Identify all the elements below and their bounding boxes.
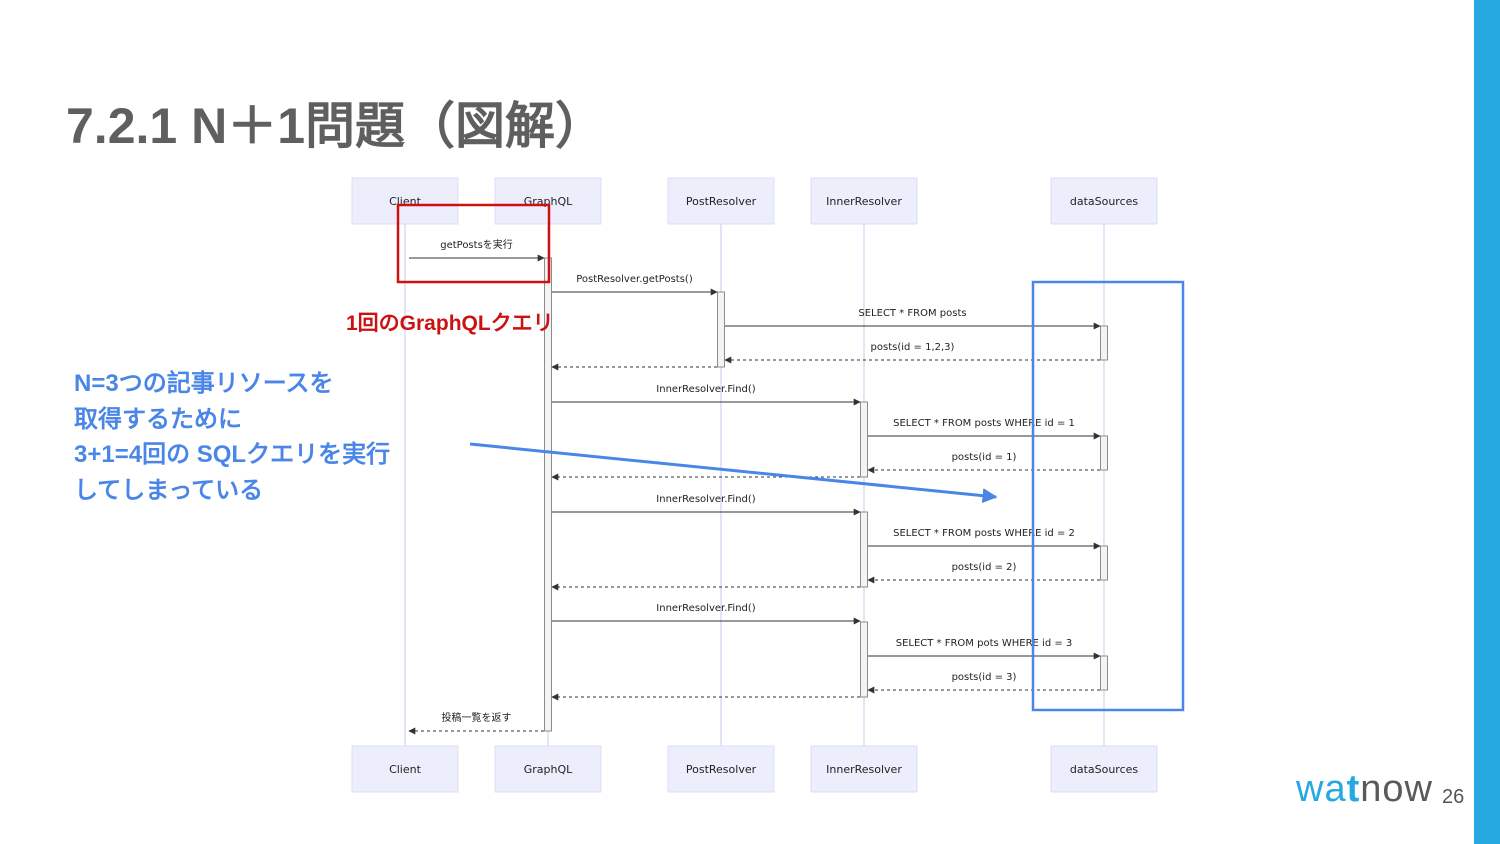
blue-annotation-line: 3+1=4回の SQLクエリを実行 [74, 441, 391, 468]
message-label: getPostsを実行 [440, 238, 513, 251]
message-label: posts(id = 1,2,3) [871, 342, 955, 353]
participant-box-bottom [351, 745, 459, 793]
blue-annotation-line: 取得するために [74, 405, 242, 433]
participant-box-top [351, 177, 459, 225]
message-label: posts(id = 1) [952, 452, 1017, 463]
accent-bar [1474, 0, 1500, 844]
participant-label: Client [389, 763, 422, 776]
page-number: 26 [1442, 786, 1465, 808]
participant-label: GraphQL [524, 763, 573, 776]
message-label: InnerResolver.Find() [656, 494, 755, 505]
blue-annotation-line: してしまっている [74, 476, 264, 504]
watnow-logo: watnow [1296, 768, 1433, 810]
activation-bar [1100, 545, 1108, 581]
participant-box-bottom [494, 745, 602, 793]
slide-title: 7.2.1 N＋1問題（図解） [66, 98, 606, 154]
activation-bar [717, 291, 725, 368]
participant-box-top [1050, 177, 1158, 225]
activation-bar [1100, 435, 1108, 471]
red-highlight-box [396, 203, 551, 284]
participant-label: dataSources [1070, 195, 1139, 208]
blue-pointer-arrow [469, 442, 998, 504]
message-label: InnerResolver.Find() [656, 384, 755, 395]
participant-box-bottom [1050, 745, 1158, 793]
blue-annotation-line: N=3つの記事リソースを [74, 370, 334, 397]
message-label: posts(id = 2) [952, 562, 1017, 573]
message-label: InnerResolver.Find() [656, 603, 755, 614]
message-label: posts(id = 3) [952, 672, 1017, 683]
message-label: SELECT * FROM posts WHERE id = 1 [893, 418, 1075, 429]
message-label: 投稿一覧を返す [442, 711, 512, 724]
message-label: PostResolver.getPosts() [576, 274, 693, 285]
participant-label: InnerResolver [826, 763, 902, 776]
participant-label: PostResolver [686, 763, 757, 776]
activation-bar [860, 401, 868, 478]
activation-bar [860, 621, 868, 698]
blue-highlight-box [1031, 280, 1185, 712]
blue-annotation: N=3つの記事リソースを 取得するために 3+1=4回の SQLクエリを実行 し… [74, 366, 390, 508]
participant-box-bottom [667, 745, 775, 793]
message-label: SELECT * FROM posts WHERE id = 2 [893, 528, 1075, 539]
participant-label: dataSources [1070, 763, 1139, 776]
activation-bar [860, 511, 868, 588]
participant-label: PostResolver [686, 195, 757, 208]
activation-bar [1100, 655, 1108, 691]
activation-bar [1100, 325, 1108, 361]
red-annotation: 1回のGraphQLクエリ [346, 312, 554, 335]
participant-box-top [810, 177, 918, 225]
participant-box-bottom [810, 745, 918, 793]
message-label: SELECT * FROM posts [858, 308, 966, 319]
participant-label: InnerResolver [826, 195, 902, 208]
participant-box-top [667, 177, 775, 225]
message-label: SELECT * FROM pots WHERE id = 3 [896, 638, 1073, 649]
